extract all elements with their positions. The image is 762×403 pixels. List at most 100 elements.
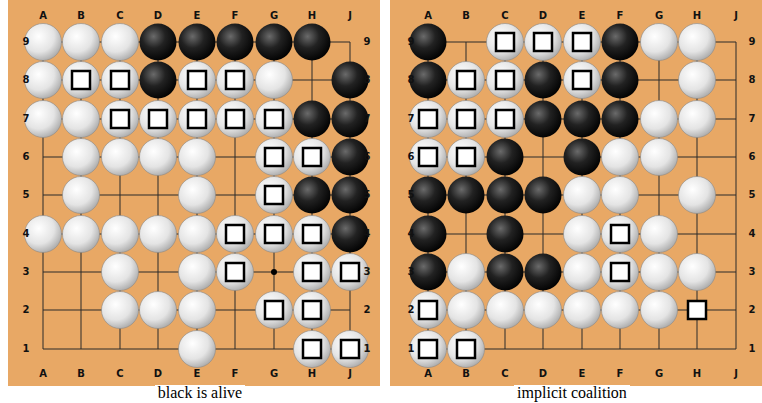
white-stone [179,331,216,368]
hoshi-point [271,269,277,275]
white-stone [487,292,524,329]
white-stone [641,101,678,138]
marked-stone [102,101,139,138]
white-stone [63,139,100,176]
column-label: D [154,11,162,21]
column-label: G [270,11,278,21]
column-label: A [39,369,47,379]
black-stone [410,177,447,214]
row-label: 7 [364,114,371,124]
white-stone [140,216,177,253]
marked-stone [602,216,639,253]
black-stone [564,139,601,176]
marked-stone [448,139,485,176]
row-label: 1 [408,344,415,354]
column-label: D [539,11,547,21]
row-label: 1 [364,344,371,354]
white-stone [525,292,562,329]
black-stone [487,139,524,176]
black-stone [564,101,601,138]
black-stone [410,216,447,253]
column-label: J [348,11,352,21]
column-label: D [154,369,162,379]
marked-stone [410,101,447,138]
white-stone [564,177,601,214]
row-label: 6 [749,152,756,162]
black-stone [294,177,331,214]
white-stone [602,292,639,329]
marked-stone [564,62,601,99]
marked-stone [332,331,369,368]
black-stone [525,177,562,214]
row-label: 7 [749,114,756,124]
marked-stone [294,331,331,368]
row-label: 6 [23,152,30,162]
row-label: 3 [23,267,30,277]
column-label: A [424,11,432,21]
marked-stone [410,292,447,329]
white-stone [25,216,62,253]
row-label: 7 [23,114,30,124]
marked-stone [448,331,485,368]
row-label: 2 [23,305,30,315]
column-label: E [579,11,586,21]
white-stone [641,292,678,329]
column-label: H [308,369,316,379]
black-stone [487,254,524,291]
row-label: 6 [408,152,415,162]
white-stone [25,62,62,99]
row-label: 8 [408,75,415,85]
marked-stone [487,101,524,138]
column-label: D [539,369,547,379]
row-label: 5 [364,190,371,200]
marked-stone [602,254,639,291]
marked-stone [487,62,524,99]
white-stone [641,216,678,253]
white-stone [140,139,177,176]
white-stone [256,62,293,99]
black-stone [294,24,331,61]
white-stone [641,24,678,61]
marked-stone [140,101,177,138]
caption: implicit coalition [514,385,630,402]
black-stone [410,254,447,291]
black-stone [410,62,447,99]
white-stone [102,216,139,253]
row-label: 2 [408,305,415,315]
black-stone [140,62,177,99]
marked-point [688,301,706,319]
marked-stone [294,254,331,291]
black-stone [602,101,639,138]
black-stone [602,24,639,61]
marked-stone [487,24,524,61]
marked-stone [294,216,331,253]
black-stone [525,254,562,291]
white-stone [448,292,485,329]
column-label: J [348,369,352,379]
row-label: 4 [23,229,30,239]
white-stone [179,254,216,291]
white-stone [641,254,678,291]
marked-stone [448,101,485,138]
board-grid [43,42,350,349]
black-stone [332,139,369,176]
white-stone [102,24,139,61]
black-stone [487,177,524,214]
white-stone [102,254,139,291]
white-stone [602,139,639,176]
column-label: G [655,11,663,21]
marked-stone [256,216,293,253]
row-label: 8 [23,75,30,85]
marked-stone [410,331,447,368]
row-label: 9 [749,37,756,47]
marked-stone [63,62,100,99]
marked-stone [217,216,254,253]
column-label: F [617,369,624,379]
white-stone [63,177,100,214]
black-stone [487,216,524,253]
marked-stone [179,101,216,138]
black-stone [140,24,177,61]
marked-stone [256,101,293,138]
